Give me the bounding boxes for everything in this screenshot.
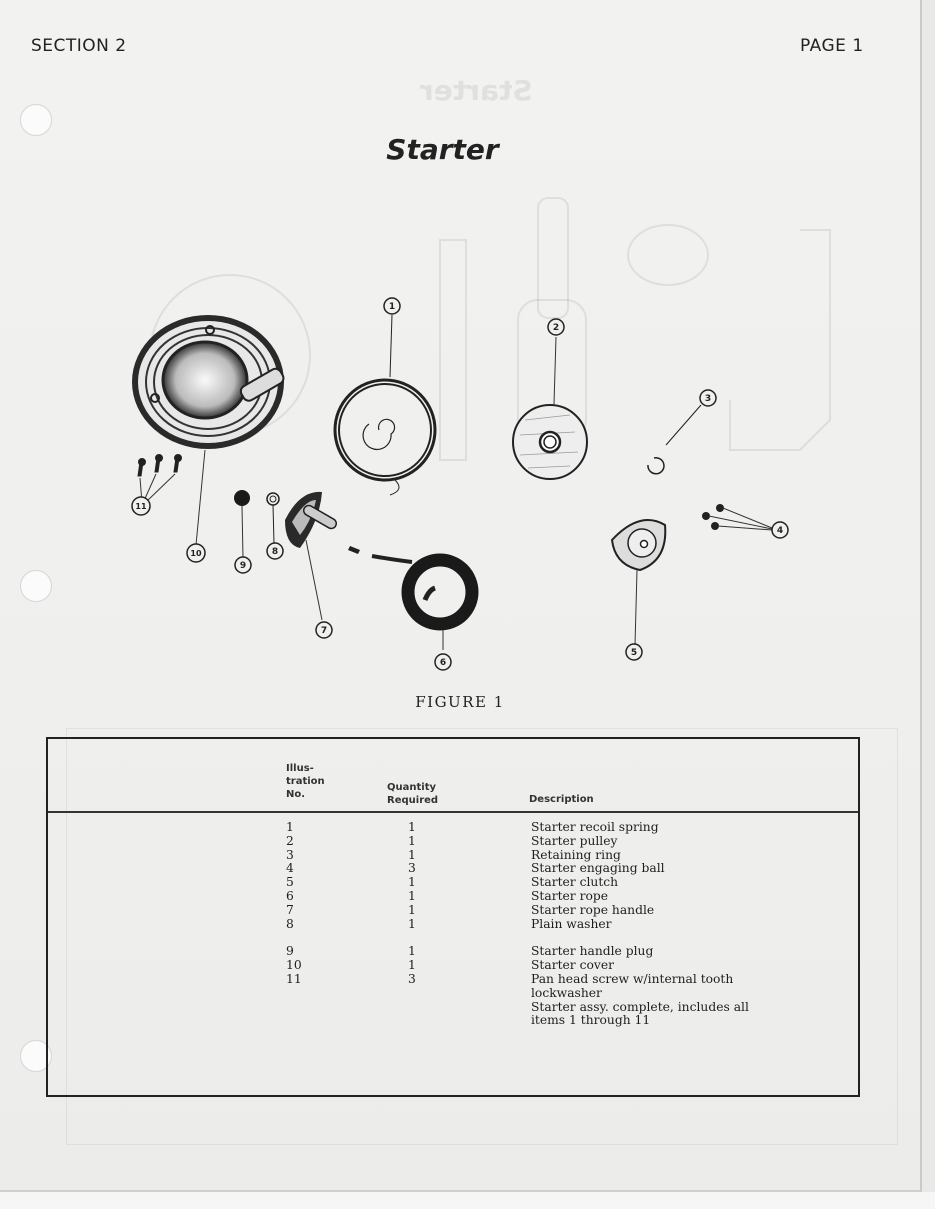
header-illustration-no: Illus- tration No. [286, 762, 325, 801]
cell-desc: Starter engaging ball [531, 861, 665, 876]
part-1-recoil-spring [333, 314, 437, 496]
cell-qty: 1 [408, 833, 416, 848]
cell-no: 3 [286, 847, 294, 862]
cell-qty: 3 [408, 971, 416, 986]
table-row: 3 1 Retaining ring [48, 847, 858, 863]
cell-desc: Retaining ring [531, 847, 621, 862]
cell-no: 5 [286, 875, 294, 890]
part-3-retaining-ring [647, 404, 702, 475]
header-quantity-required: Quantity Required [387, 781, 438, 807]
table-row: 5 1 Starter clutch [48, 875, 858, 890]
svg-text:5: 5 [631, 648, 637, 658]
svg-text:10: 10 [190, 549, 202, 558]
svg-text:7: 7 [321, 626, 327, 636]
table-row: 4 3 Starter engaging ball [48, 862, 858, 876]
header-text: Illus- [286, 763, 314, 774]
table-row: 2 1 Starter pulley [48, 833, 858, 849]
cell-desc: Plain washer [531, 916, 612, 931]
cell-desc: Starter rope handle [531, 902, 655, 917]
table-row: 8 1 Plain washer [48, 916, 858, 932]
table-row: 11 3 Pan head screw w/internal tooth [48, 971, 858, 987]
part-5-starter-clutch [610, 519, 667, 646]
cell-qty: 1 [408, 820, 416, 834]
svg-text:9: 9 [240, 561, 246, 571]
cell-no: 2 [286, 833, 294, 848]
cell-desc: Pan head screw w/internal tooth [531, 971, 734, 986]
header-text: tration [286, 776, 325, 787]
table-row: Starter assy. complete, includes all [48, 999, 858, 1015]
part-7-rope-handle [285, 491, 338, 621]
parts-list-table: Illus- tration No. Quantity Required Des… [46, 737, 860, 1097]
page-number: PAGE 1 [800, 36, 864, 56]
part-8-plain-washer [266, 492, 280, 544]
table-row: 7 1 Starter rope handle [48, 902, 858, 918]
table-row: items 1 through 11 [48, 1014, 858, 1028]
callout-labels: 1 2 3 4 5 6 7 8 9 10 11 [131, 297, 789, 671]
header-text: Quantity [387, 782, 436, 793]
svg-text:4: 4 [777, 526, 783, 536]
cell-no: 9 [286, 944, 294, 959]
table-row: lockwasher [48, 985, 858, 1001]
scan-edge [0, 1192, 935, 1209]
table-row: 1 1 Starter recoil spring [48, 820, 858, 835]
cell-no: 4 [286, 861, 294, 876]
cell-desc: items 1 through 11 [531, 1013, 651, 1028]
cell-qty: 1 [408, 875, 416, 890]
header-text: Required [387, 795, 439, 806]
header-description: Description [529, 794, 594, 805]
cell-qty: 1 [408, 944, 416, 959]
punch-hole-top [20, 104, 52, 136]
cell-desc: Starter cover [531, 958, 614, 973]
exploded-parts-diagram: 1 2 3 4 5 6 7 8 9 10 11 [100, 180, 840, 680]
document-page: Starter SECTION 2 PAGE 1 Starter [0, 0, 922, 1192]
cell-qty: 3 [408, 861, 416, 876]
svg-text:1: 1 [389, 302, 395, 312]
part-11-screws [137, 454, 182, 477]
cell-desc: Starter rope [531, 888, 609, 903]
part-6-starter-rope [348, 546, 479, 650]
cell-qty: 1 [408, 958, 416, 973]
svg-text:2: 2 [553, 323, 559, 333]
table-row: 6 1 Starter rope [48, 888, 858, 904]
header-text: No. [286, 789, 306, 800]
page-title: Starter [386, 133, 499, 166]
cell-qty: 1 [408, 847, 416, 862]
bleed-through-title: Starter [420, 74, 533, 107]
part-10-starter-cover [132, 315, 285, 449]
punch-hole-middle [20, 570, 52, 602]
bleed-through-table [66, 728, 898, 1145]
part-4-engaging-balls [702, 504, 724, 530]
svg-text:11: 11 [135, 502, 147, 511]
cell-desc: Starter recoil spring [531, 820, 659, 834]
section-label: SECTION 2 [31, 36, 127, 56]
cell-desc: lockwasher [531, 985, 602, 1000]
cell-no: 6 [286, 888, 294, 903]
row-spacer [48, 931, 858, 945]
svg-text:8: 8 [272, 547, 278, 557]
svg-text:3: 3 [705, 394, 711, 404]
table-row: 9 1 Starter handle plug [48, 945, 858, 959]
part-9-handle-plug [234, 490, 250, 559]
cell-desc: Starter handle plug [531, 944, 654, 959]
cell-no: 1 [286, 820, 294, 834]
cell-no: 11 [286, 971, 302, 986]
header-divider [48, 811, 858, 813]
figure-caption: FIGURE 1 [415, 693, 505, 711]
cell-qty: 1 [408, 888, 416, 903]
cell-no: 8 [286, 916, 294, 931]
cell-no: 10 [286, 958, 302, 973]
cell-desc: Starter clutch [531, 875, 619, 890]
table-row: 10 1 Starter cover [48, 958, 858, 973]
part-2-starter-pulley [512, 336, 588, 480]
cell-desc: Starter pulley [531, 833, 618, 848]
cell-no: 7 [286, 902, 294, 917]
svg-text:6: 6 [440, 658, 446, 668]
cell-qty: 1 [408, 902, 416, 917]
cell-desc: Starter assy. complete, includes all [531, 999, 749, 1014]
cell-qty: 1 [408, 916, 416, 931]
